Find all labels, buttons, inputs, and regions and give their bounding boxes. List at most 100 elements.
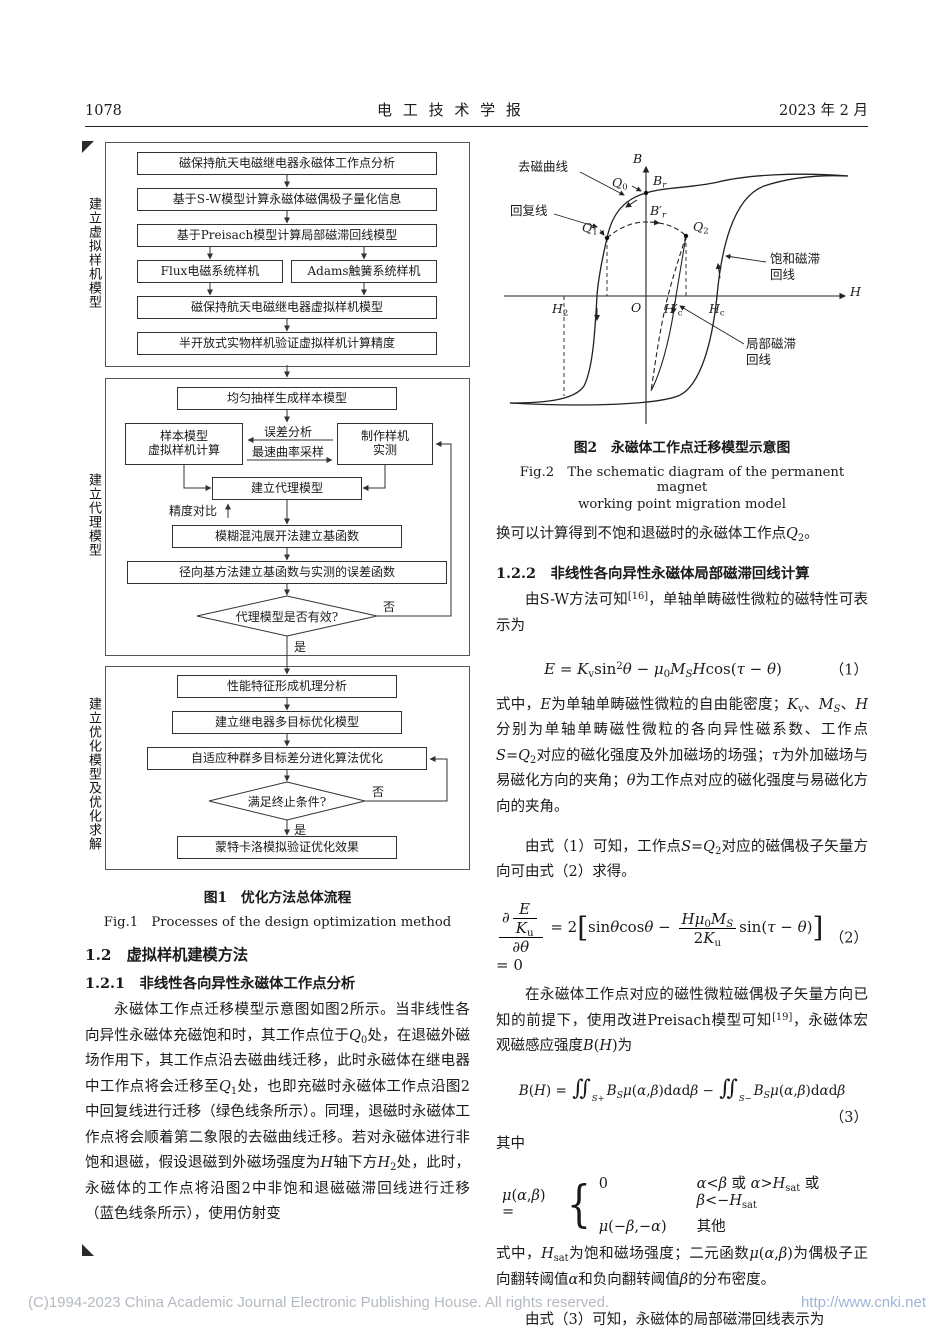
fc-label-curvature-sampling: 最速曲率采样 bbox=[251, 444, 324, 459]
mu-case2-condition: 其他 bbox=[696, 1219, 726, 1235]
q2-label: Q2 bbox=[693, 219, 709, 237]
right-paragraph-qizhong: 其中 bbox=[496, 1136, 525, 1152]
fc-decision-surrogate-valid: 代理模型是否有效? bbox=[235, 609, 339, 624]
right-paragraph-1: 由S-W方法可知[16]，单轴单畴磁性微粒的磁特性可表示为 bbox=[496, 591, 868, 634]
fc-label-yes-surrogate: 是 bbox=[293, 639, 306, 654]
fc-box-multiobjective-model: 建立继电器多目标优化模型 bbox=[172, 711, 402, 734]
group1-side-label: 建立虚拟样机模型 bbox=[86, 197, 101, 309]
hc-label: Hc bbox=[709, 301, 725, 319]
flowchart-group3-border bbox=[105, 666, 470, 870]
flowchart-group1-border bbox=[105, 142, 470, 367]
fc-box-build-surrogate: 建立代理模型 bbox=[212, 477, 362, 500]
fc-label-error-analysis: 误差分析 bbox=[263, 424, 312, 439]
saturation-loop-ascending bbox=[509, 175, 849, 406]
fc-decision-termination: 满足终止条件? bbox=[247, 794, 327, 809]
figure1-flowchart: 建立虚拟样机模型 建立代理模型 建立优化模型及优化求解 bbox=[85, 140, 470, 872]
local-loop-left bbox=[650, 235, 687, 392]
demag-curve-label: 去磁曲线 bbox=[518, 159, 569, 174]
fc-box-flux-prototype: Flux电磁系统样机 bbox=[137, 260, 283, 283]
cnki-url-link[interactable]: http://www.cnki.net bbox=[800, 1294, 926, 1311]
fc-box-sample-virtual-calc: 样本模型虚拟样机计算 bbox=[125, 423, 243, 465]
fc-box-semi-open-verification: 半开放式实物样机验证虚拟样机计算精度 bbox=[137, 332, 437, 355]
h-axis-label: H bbox=[850, 284, 861, 299]
right-paragraph-6: 由式（3）可知，永磁体的局部磁滞回线表示为 bbox=[525, 1311, 825, 1328]
page-header: 1078 电 工 技 术 学 报 2023 年 2 月 bbox=[85, 99, 868, 120]
equation-1-number: （1） bbox=[829, 662, 868, 678]
journal-title: 电 工 技 术 学 报 bbox=[377, 101, 524, 119]
figure2-caption-en-1: Fig.2 The schematic diagram of the perma… bbox=[519, 465, 845, 495]
fc-label-no-termination: 否 bbox=[371, 784, 384, 799]
equation-3-body: B(H) = ∬S+BSμ(α,β)dαdβ − ∬S−BSμ(α,β)dαdβ bbox=[518, 1076, 846, 1103]
fc-box-fuzzy-chaos-basis: 模糊混沌展开法建立基函数 bbox=[172, 525, 402, 548]
h2-label: H2 bbox=[552, 301, 569, 319]
br-label: Br bbox=[653, 173, 667, 191]
callout-arrows bbox=[553, 171, 767, 345]
q0-label: Q0 bbox=[612, 175, 628, 193]
header-divider bbox=[85, 126, 868, 127]
mu-piecewise-equation: μ(α,β) = { 0 α<β 或 α>Hsat 或 β<−Hsat μ(−β… bbox=[502, 1172, 868, 1236]
working-points bbox=[604, 190, 689, 241]
hc-prime-label: H′c bbox=[664, 301, 683, 319]
equation-1: E = Kvsin2θ − μ0MSHcos(τ − θ) （1） bbox=[496, 654, 868, 684]
right-paragraph-3: 由式（1）可知，工作点S=Q2对应的磁偶极子矢量方向可由式（2）求得。 bbox=[496, 838, 869, 881]
saturation-loop-label: 饱和磁滞回线 bbox=[770, 251, 821, 282]
fc-box-prototype-measure: 制作样机实测 bbox=[337, 423, 433, 465]
fc-box-adams-prototype: Adams触簧系统样机 bbox=[291, 260, 437, 283]
saturation-loop-descending bbox=[509, 173, 849, 404]
recoil-line-curve bbox=[606, 221, 687, 239]
fc-label-accuracy-compare: 精度对比 bbox=[168, 503, 217, 518]
local-loop-label: 局部磁滞回线 bbox=[746, 336, 797, 367]
figure2-caption-zh: 图2 永磁体工作点迁移模型示意图 bbox=[573, 440, 791, 456]
curve-direction-arrows bbox=[594, 199, 722, 321]
fc-box-uniform-sampling: 均匀抽样生成样本模型 bbox=[177, 387, 397, 410]
fc-box-adaptive-de-optimization: 自适应种群多目标差分进化算法优化 bbox=[147, 747, 427, 770]
page-footer: (C)1994-2023 China Academic Journal Elec… bbox=[28, 1294, 926, 1311]
right-column: B H O 去磁曲线 回复线 Q0 Br B′r Q1 Q2 饱和磁滞回线 H2… bbox=[496, 146, 868, 1344]
equation-1-body: E = Kvsin2θ − μ0MSHcos(τ − θ) bbox=[544, 659, 782, 680]
point-q2 bbox=[683, 233, 689, 239]
right-paragraph-0: 换可以计算得到不饱和退磁时的永磁体工作点Q2。 bbox=[496, 526, 819, 544]
scan-artifact-top-left bbox=[82, 141, 94, 153]
left-column: 建立虚拟样机模型 建立代理模型 建立优化模型及优化求解 bbox=[85, 140, 470, 1242]
fc-box-sample-virtual-calc-line1: 样本模型 bbox=[159, 429, 208, 444]
recoil-line-label: 回复线 bbox=[510, 203, 548, 218]
fc-box-prototype-measure-line2: 实测 bbox=[372, 443, 397, 457]
equation-3-number: （3） bbox=[829, 1110, 868, 1126]
cases-brace: { bbox=[566, 1174, 591, 1233]
fc-box-preisach-model: 基于Preisach模型计算局部磁滞回线模型 bbox=[137, 224, 437, 247]
fc-box-working-point-analysis: 磁保持航天电磁继电器永磁体工作点分析 bbox=[137, 152, 437, 175]
fc-box-sw-model: 基于S-W模型计算永磁体磁偶极子量化信息 bbox=[137, 188, 437, 211]
group2-side-label: 建立代理模型 bbox=[86, 473, 101, 557]
mu-case1-condition: α<β 或 α>Hsat 或 β<−Hsat bbox=[696, 1176, 820, 1211]
section-1-2-heading: 1.2 虚拟样机建模方法 bbox=[85, 946, 249, 964]
fc-box-monte-carlo: 蒙特卡洛模拟验证优化效果 bbox=[177, 836, 397, 859]
page-number: 1078 bbox=[85, 103, 122, 119]
left-paragraph-1: 永磁体工作点迁移模型示意图如图2所示。当非线性各向异性永磁体充磁饱和时，其工作点… bbox=[85, 1002, 471, 1222]
group3-side-label: 建立优化模型及优化求解 bbox=[86, 697, 101, 851]
mu-cases: 0 α<β 或 α>Hsat 或 β<−Hsat μ(−β,−α) 其他 bbox=[599, 1172, 868, 1236]
right-paragraph-5: 式中，Hsat为饱和磁场强度；二元函数μ(α,β)为偶极子正向翻转阈值α和负向翻… bbox=[496, 1246, 868, 1288]
figure2-caption-en-2: working point migration model bbox=[578, 497, 786, 512]
local-loop-right bbox=[650, 235, 687, 392]
figure2-canvas bbox=[504, 165, 849, 424]
fc-label-no-surrogate: 否 bbox=[382, 599, 395, 614]
flowchart-group2-border bbox=[105, 378, 470, 656]
figure1-caption-zh: 图1 优化方法总体流程 bbox=[203, 890, 352, 906]
mu-lhs: μ(α,β) = bbox=[502, 1188, 546, 1220]
equation-2-number: （2） bbox=[829, 930, 868, 947]
mu-case2-value: μ(−β,−α) bbox=[598, 1219, 667, 1235]
equation-3: B(H) = ∬S+BSμ(α,β)dαdβ − ∬S−BSμ(α,β)dαdβ bbox=[496, 1074, 868, 1104]
right-paragraph-4: 在永磁体工作点对应的磁性微粒磁偶极子矢量方向已知的前提下，使用改进Preisac… bbox=[496, 987, 869, 1054]
fc-box-mechanism-analysis: 性能特征形成机理分析 bbox=[177, 675, 397, 698]
figure1-caption-en: Fig.1 Processes of the design optimizati… bbox=[103, 915, 452, 930]
guide-lines bbox=[563, 236, 687, 396]
fc-box-sample-virtual-calc-line2: 虚拟样机计算 bbox=[147, 443, 220, 457]
origin-label: O bbox=[631, 300, 642, 315]
fc-box-virtual-prototype: 磁保持航天电磁继电器虚拟样机模型 bbox=[137, 296, 437, 319]
right-paragraph-2: 式中，E为单轴单畴磁性微粒的自由能密度；Kv、MS、H分别为单轴单畴磁性微粒的各… bbox=[496, 696, 869, 815]
fc-box-prototype-measure-line1: 制作样机 bbox=[360, 429, 409, 444]
point-q0 bbox=[643, 190, 649, 196]
